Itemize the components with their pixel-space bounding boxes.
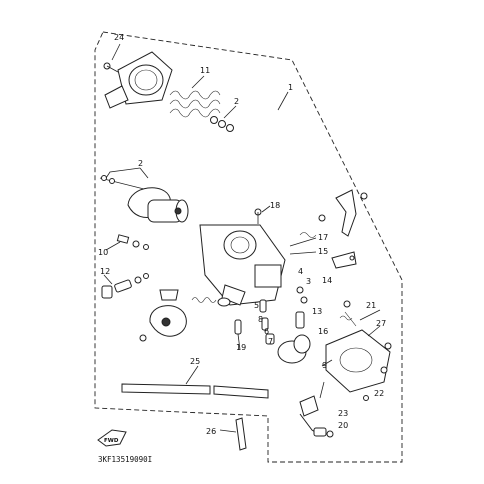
- pilot-screw-parts: [101, 234, 149, 299]
- diaphragm-spring: [169, 90, 221, 118]
- callout-24: 24: [114, 33, 124, 42]
- hose-clip: [235, 417, 247, 451]
- callout-17: 17: [318, 233, 328, 242]
- forward-arrow-icon: FWD: [97, 429, 127, 447]
- top-cover-assembly: [103, 51, 173, 109]
- callout-9: 9: [322, 361, 327, 370]
- callout-18: 18: [270, 201, 280, 210]
- leader-lines: [103, 43, 381, 433]
- callout-8: 8: [258, 315, 263, 324]
- callout-12: 12: [100, 267, 110, 276]
- assembly-boundary: [94, 31, 403, 463]
- fwd-label: FWD: [104, 438, 119, 444]
- callout-25: 25: [190, 357, 200, 366]
- piston-valve-assembly: [99, 175, 189, 223]
- screw-set-2-top: [210, 116, 234, 132]
- callout-14: 14: [322, 276, 332, 285]
- callout-15: 15: [318, 247, 328, 256]
- needle-valve: [339, 300, 357, 327]
- callout-20: 20: [338, 421, 348, 430]
- callout-21: 21: [366, 301, 376, 310]
- float: [277, 334, 311, 364]
- callout-4: 4: [298, 267, 303, 276]
- callout-22: 22: [374, 389, 384, 398]
- callout-26: 26: [206, 427, 216, 436]
- part-code: 3KF13519090I: [98, 455, 152, 464]
- throttle-linkage: [299, 189, 368, 269]
- drain-screw-parts: [299, 395, 369, 438]
- callout-16: 16: [318, 327, 328, 336]
- callout-7: 7: [268, 337, 273, 346]
- float-bowl: [325, 329, 392, 393]
- callout-10: 10: [98, 248, 108, 257]
- carburetor-body: [199, 208, 286, 306]
- callout-5: 5: [254, 301, 259, 310]
- callout-23: 23: [338, 409, 348, 418]
- callout-13: 13: [312, 307, 322, 316]
- callout-1: 1: [288, 83, 293, 92]
- drain-hose: [121, 383, 269, 399]
- callout-19: 19: [236, 343, 246, 352]
- spring-and-plunger: [191, 297, 231, 307]
- callout-2-top: 2: [234, 97, 239, 106]
- callout-11: 11: [200, 66, 210, 75]
- callout-3: 3: [306, 277, 311, 286]
- callout-2-mid: 2: [138, 159, 143, 168]
- float-chamber-cover: [139, 289, 187, 342]
- callout-6: 6: [264, 327, 269, 336]
- callout-27: 27: [376, 319, 386, 328]
